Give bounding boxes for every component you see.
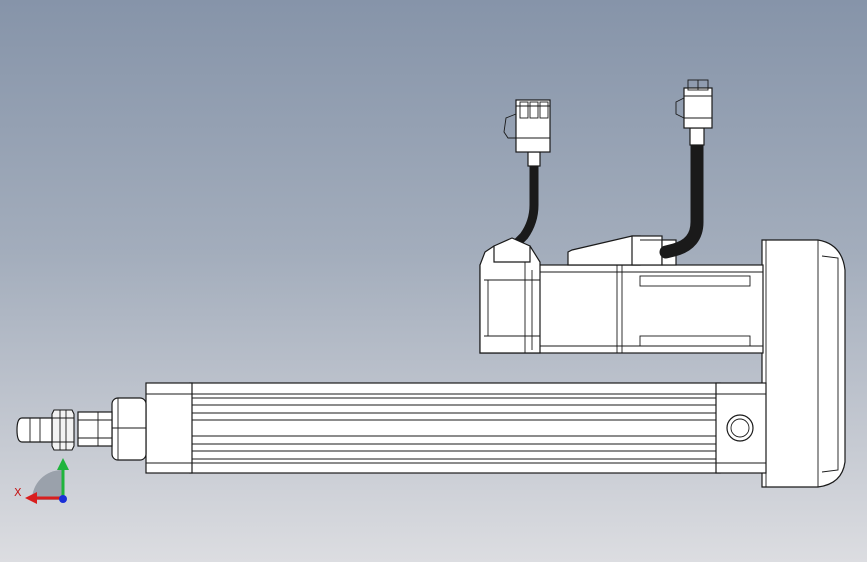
rear-block[interactable]	[715, 382, 767, 474]
front-block[interactable]	[145, 382, 193, 474]
coordinate-triad: X	[14, 458, 69, 504]
encoder-cable[interactable]	[493, 99, 551, 263]
motor-housing[interactable]	[479, 235, 764, 354]
rod-end[interactable]	[16, 409, 113, 451]
front-flange[interactable]	[111, 397, 147, 461]
z-axis-dot	[59, 495, 67, 503]
triad-base	[32, 470, 62, 500]
cylinder-body[interactable]	[189, 382, 721, 474]
end-cap[interactable]	[761, 239, 846, 488]
x-axis-label: X	[14, 486, 22, 499]
power-cable[interactable]	[659, 79, 713, 259]
